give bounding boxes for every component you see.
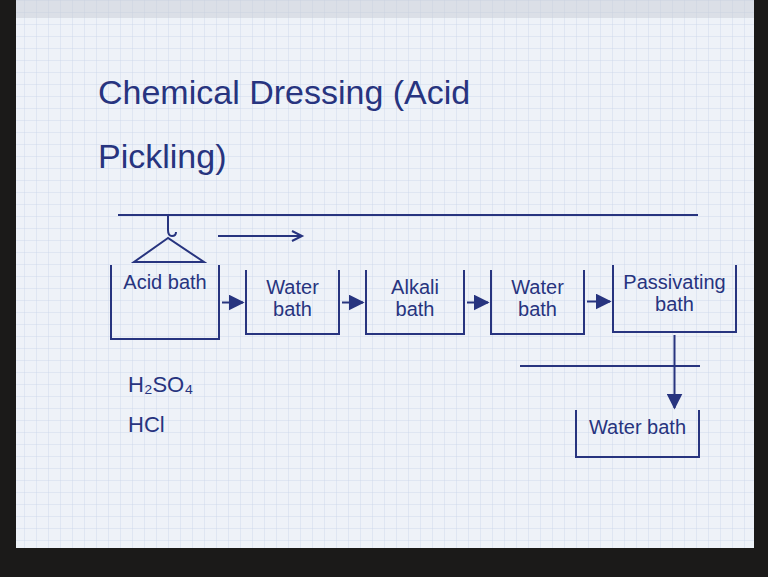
tank-label: Passivating bath bbox=[614, 265, 735, 319]
chemical-label: H₂SO₄ bbox=[128, 372, 193, 398]
paper-shadow bbox=[16, 0, 754, 18]
flow-arrow bbox=[587, 301, 610, 303]
overhead-rail bbox=[118, 214, 698, 216]
hoist-hook bbox=[168, 215, 176, 236]
travel-arrowhead bbox=[292, 231, 302, 241]
title: Chemical Dressing (Acid Pickling) bbox=[98, 60, 498, 188]
hoist-sling bbox=[134, 238, 204, 262]
bath-tank: Passivating bath bbox=[612, 265, 737, 333]
flow-arrow bbox=[342, 302, 363, 304]
flow-arrow bbox=[674, 335, 676, 408]
bath-tank: Water bath bbox=[490, 270, 585, 335]
paper-sheet bbox=[16, 0, 754, 548]
tank-label: Alkali bath bbox=[367, 270, 463, 324]
chemical-label: HCl bbox=[128, 412, 165, 438]
travel-arrow bbox=[218, 235, 300, 237]
bath-tank: Alkali bath bbox=[365, 270, 465, 335]
bath-tank: Water bath bbox=[575, 410, 700, 458]
flow-arrow bbox=[467, 302, 488, 304]
tank-label: Water bath bbox=[577, 410, 698, 442]
bath-tank: Water bath bbox=[245, 270, 340, 335]
separator-line bbox=[520, 365, 700, 367]
tank-label: Acid bath bbox=[112, 265, 218, 297]
flow-arrow bbox=[222, 302, 243, 304]
grid-lines bbox=[16, 0, 754, 548]
tank-label: Water bath bbox=[247, 270, 338, 324]
tank-label: Water bath bbox=[492, 270, 583, 324]
bath-tank: Acid bath bbox=[110, 265, 220, 340]
